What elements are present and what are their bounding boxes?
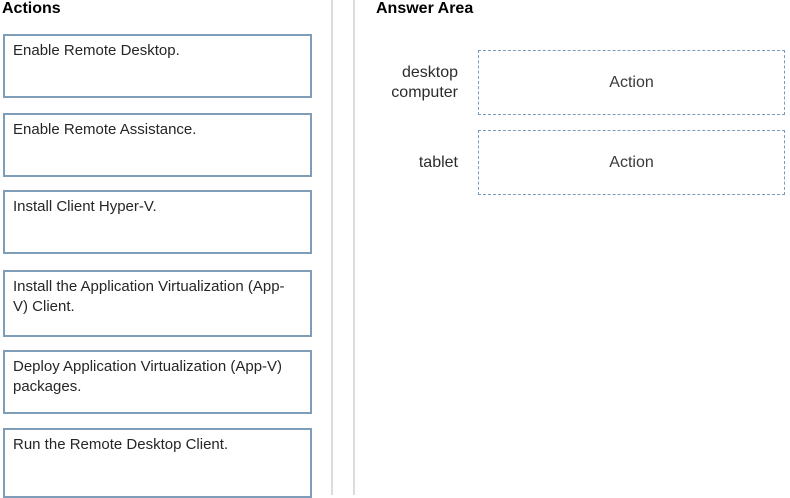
answer-row-desktop-computer: desktop computer Action bbox=[374, 50, 785, 115]
action-option-label: Deploy Application Virtualization (App-V… bbox=[13, 358, 283, 395]
answer-row-tablet: tablet Action bbox=[374, 130, 785, 195]
action-option-label: Enable Remote Assistance. bbox=[13, 121, 197, 138]
drop-zone-tablet[interactable]: Action bbox=[478, 130, 785, 195]
actions-panel-right-divider bbox=[331, 0, 333, 495]
device-label-desktop-computer: desktop computer bbox=[391, 63, 458, 101]
drop-zone-desktop-computer[interactable]: Action bbox=[478, 50, 785, 115]
action-option-install-client-hyper-v[interactable]: Install Client Hyper-V. bbox=[3, 190, 312, 254]
answer-area-title: Answer Area bbox=[376, 0, 474, 17]
action-option-enable-remote-desktop[interactable]: Enable Remote Desktop. bbox=[3, 34, 312, 98]
drop-zone-placeholder: Action bbox=[609, 153, 654, 171]
action-option-label: Run the Remote Desktop Client. bbox=[13, 436, 229, 453]
action-option-label: Install the Application Virtualization (… bbox=[13, 278, 285, 315]
action-option-enable-remote-assistance[interactable]: Enable Remote Assistance. bbox=[3, 113, 312, 177]
actions-panel-title: Actions bbox=[2, 0, 61, 17]
action-option-run-remote-desktop-client[interactable]: Run the Remote Desktop Client. bbox=[3, 428, 312, 498]
action-option-install-app-v-client[interactable]: Install the Application Virtualization (… bbox=[3, 270, 312, 337]
device-label-tablet: tablet bbox=[418, 153, 458, 171]
action-option-label: Install Client Hyper-V. bbox=[13, 198, 157, 215]
answer-area-left-divider bbox=[353, 0, 355, 495]
drop-zone-placeholder: Action bbox=[609, 73, 654, 91]
action-option-label: Enable Remote Desktop. bbox=[13, 42, 180, 59]
action-option-deploy-app-v-packages[interactable]: Deploy Application Virtualization (App-V… bbox=[3, 350, 312, 414]
